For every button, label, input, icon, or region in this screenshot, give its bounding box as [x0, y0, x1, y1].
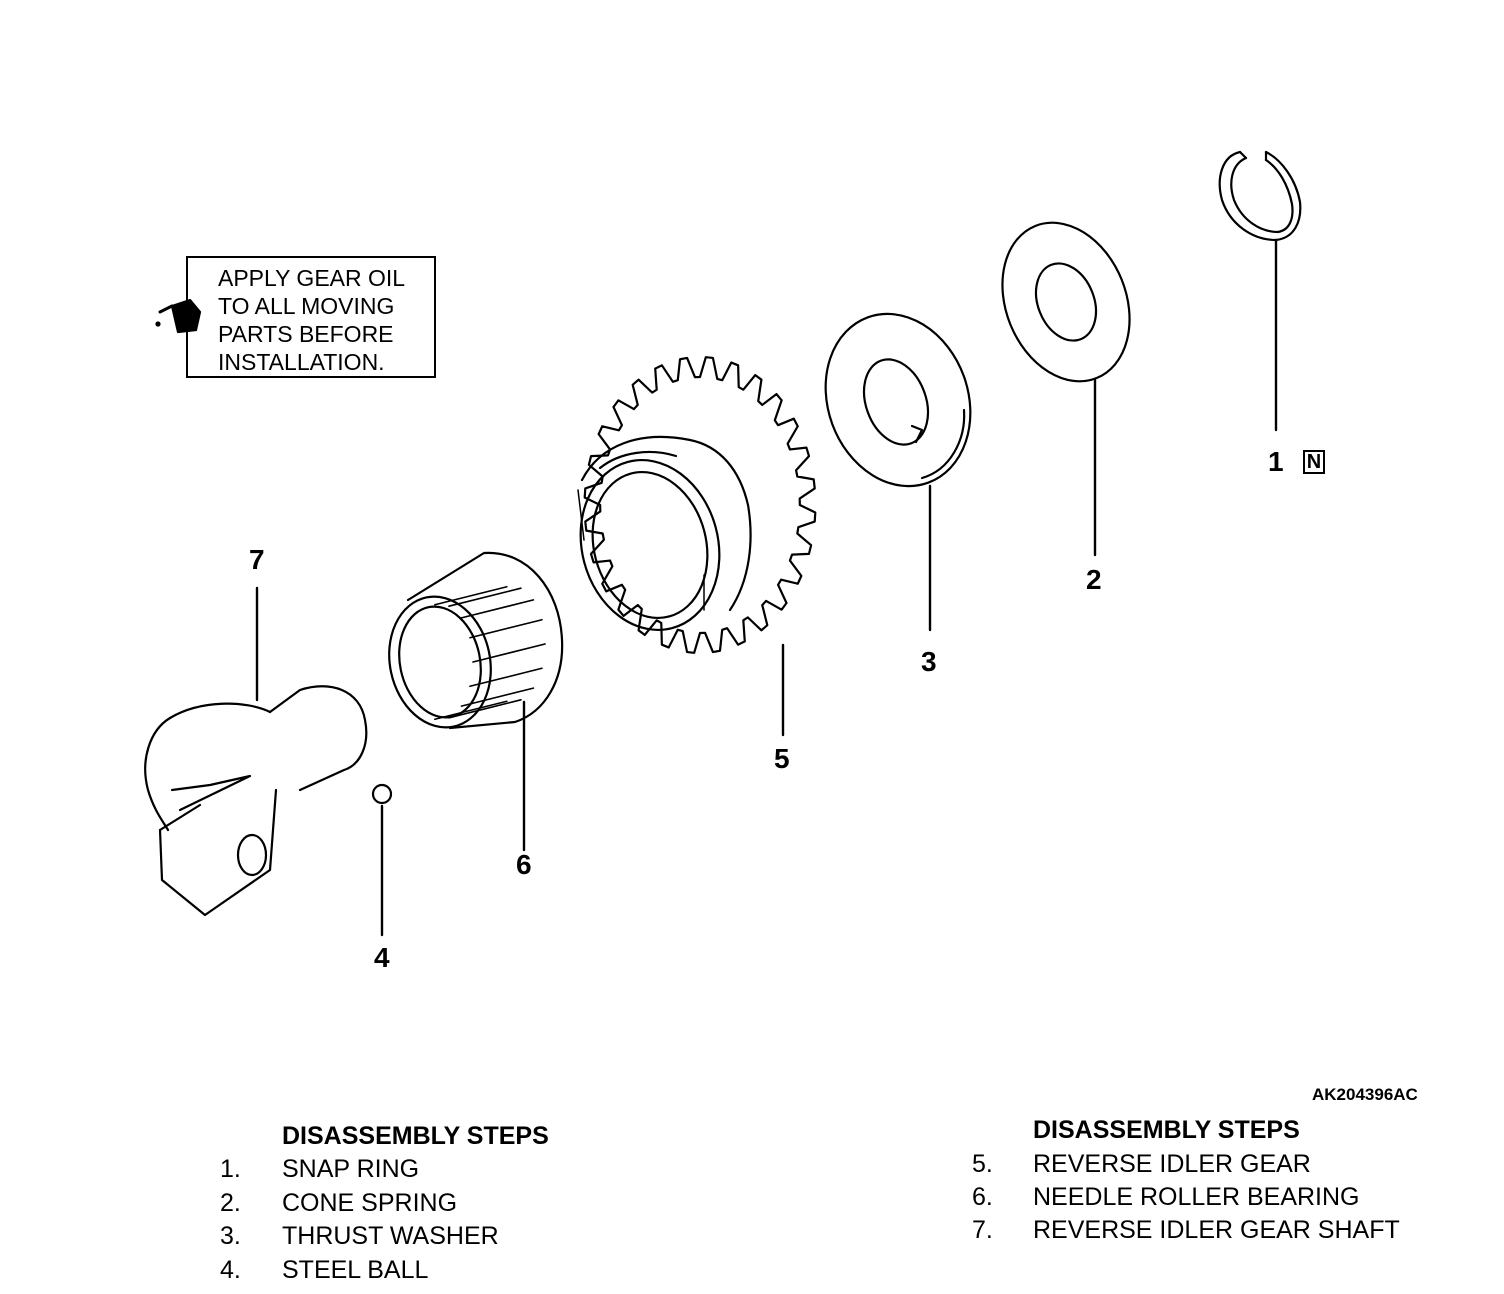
note-line: INSTALLATION. — [218, 349, 385, 375]
callout-4: 4 — [374, 942, 390, 973]
step-number: 7. — [972, 1216, 993, 1244]
step-number: 4. — [220, 1256, 241, 1284]
callout-1: 1 — [1268, 446, 1284, 477]
callout-7: 7 — [249, 544, 265, 575]
note-line: APPLY GEAR OIL — [218, 265, 406, 291]
needle-roller-bearing-drawing — [388, 551, 564, 852]
callout-5: 5 — [774, 743, 790, 774]
callout-3: 3 — [921, 646, 937, 677]
step-number: 2. — [220, 1189, 241, 1217]
step-label: CONE SPRING — [282, 1189, 458, 1217]
thrust-washer-drawing — [824, 312, 972, 632]
steps-heading: DISASSEMBLY STEPS — [1033, 1116, 1300, 1144]
step-label: NEEDLE ROLLER BEARING — [1033, 1183, 1360, 1211]
step-label: THRUST WASHER — [282, 1222, 499, 1250]
cone-spring-drawing — [1001, 221, 1131, 557]
step-label: STEEL BALL — [282, 1256, 429, 1284]
needle-roller — [434, 585, 508, 606]
step-label: SNAP RING — [282, 1155, 420, 1183]
reverse-idler-gear-drawing — [577, 356, 817, 737]
needle-roller — [469, 667, 543, 688]
step-label: REVERSE IDLER GEAR — [1033, 1150, 1311, 1178]
step-number: 3. — [220, 1222, 241, 1250]
step-label: REVERSE IDLER GEAR SHAFT — [1033, 1216, 1400, 1244]
step-number: 5. — [972, 1150, 993, 1178]
snap-ring-drawing — [1218, 150, 1302, 432]
note-line: PARTS BEFORE — [218, 321, 394, 347]
gear-teeth — [583, 356, 817, 654]
reverse-idler-gear-shaft-drawing — [144, 586, 368, 917]
needle-roller — [469, 618, 543, 639]
needle-roller — [434, 700, 508, 721]
lubrication-note: APPLY GEAR OIL TO ALL MOVING PARTS BEFOR… — [186, 256, 436, 378]
steel-ball-drawing — [371, 783, 393, 937]
callout-6: 6 — [516, 849, 532, 880]
needle-roller — [448, 699, 522, 719]
needle-roller — [460, 599, 535, 619]
new-part-badge: N — [1303, 450, 1325, 474]
step-number: 6. — [972, 1183, 993, 1211]
needle-roller — [472, 643, 546, 663]
figure-id: AK204396AC — [1312, 1085, 1418, 1104]
steps-heading: DISASSEMBLY STEPS — [282, 1122, 549, 1150]
needle-roller — [448, 587, 522, 607]
needle-roller — [460, 687, 535, 707]
note-line: TO ALL MOVING — [218, 293, 395, 319]
lubrication-note-text: APPLY GEAR OIL TO ALL MOVING PARTS BEFOR… — [218, 264, 405, 376]
step-number: 1. — [220, 1155, 241, 1183]
callout-2: 2 — [1086, 564, 1102, 595]
